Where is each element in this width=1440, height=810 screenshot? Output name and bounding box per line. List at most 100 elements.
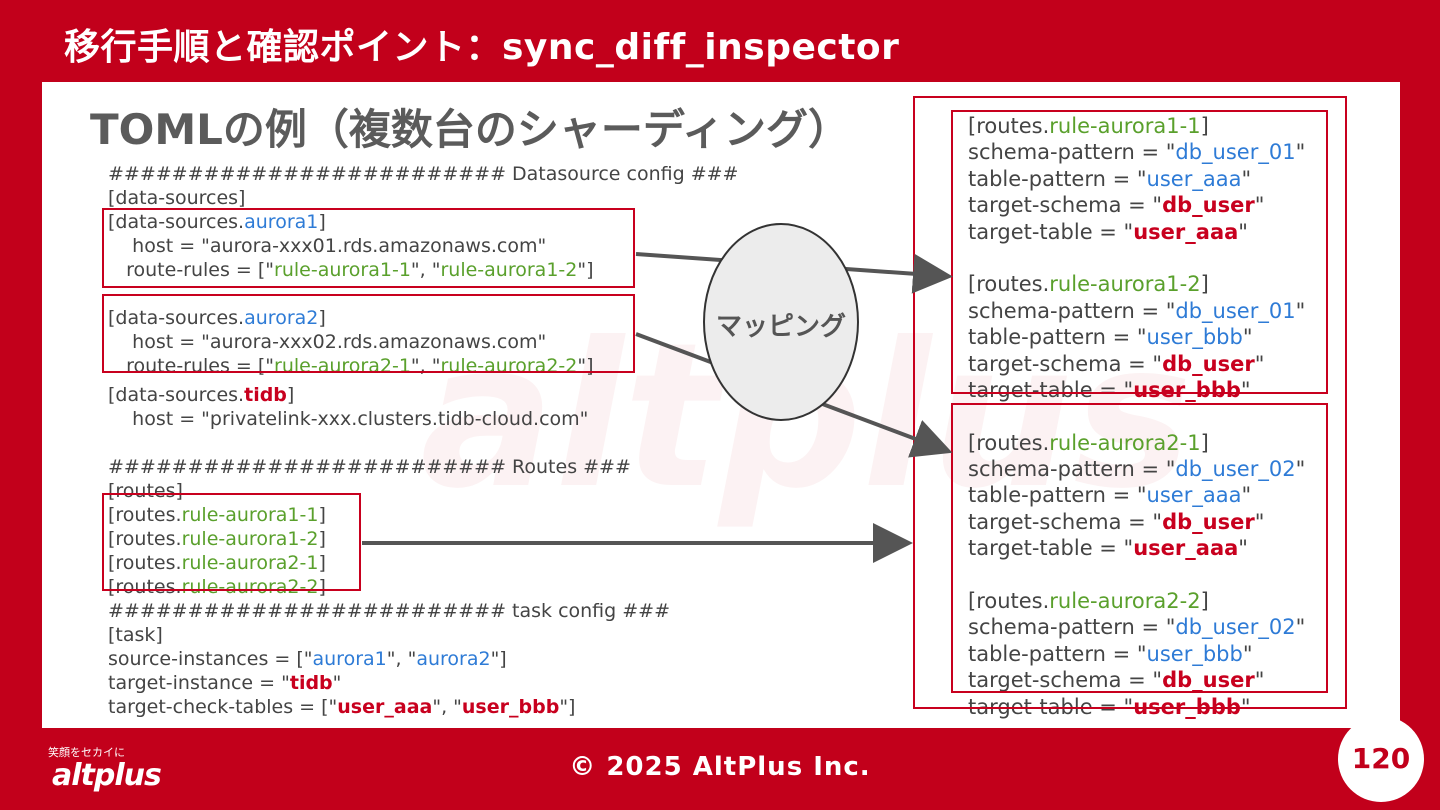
code-token: ] xyxy=(318,528,326,550)
left-code-block-routes-task: [data-sources.tidb] host = "privatelink-… xyxy=(108,383,670,719)
code-line: target-schema = "db_user" xyxy=(968,351,1305,377)
code-line: host = "privatelink-xxx.clusters.tidb-cl… xyxy=(108,407,670,431)
code-line: [routes.rule-aurora1-2] xyxy=(108,527,670,551)
code-line: [data-sources] xyxy=(108,186,738,210)
code-token: " xyxy=(1241,483,1252,508)
code-line: target-schema = "db_user" xyxy=(968,509,1305,535)
highlight-box-rule-aurora1 xyxy=(951,110,1328,394)
code-token: user_aaa xyxy=(1133,219,1239,244)
code-token: rule-aurora2-1 xyxy=(1049,430,1201,455)
code-line: table-pattern = "user_aaa" xyxy=(968,166,1305,192)
code-token: " xyxy=(1238,536,1248,561)
code-line: host = "aurora-xxx02.rds.amazonaws.com" xyxy=(108,330,738,354)
code-token: ] xyxy=(318,576,326,598)
code-token: target-schema = " xyxy=(968,668,1163,693)
code-token: user_bbb xyxy=(1146,325,1243,350)
code-token: target-schema = " xyxy=(968,351,1163,376)
code-token: rule-aurora2-1 xyxy=(181,552,319,574)
code-token: [routes. xyxy=(968,430,1050,455)
code-token: [routes] xyxy=(108,480,183,502)
code-token: rule-aurora1-2 xyxy=(440,259,578,281)
code-token: table-pattern = " xyxy=(968,483,1147,508)
code-line: [routes.rule-aurora2-2] xyxy=(108,575,670,599)
code-line: target-table = "user_aaa" xyxy=(968,535,1305,561)
code-token: ", " xyxy=(386,648,417,670)
code-token: db_user_02 xyxy=(1175,615,1296,640)
code-token: db_user_01 xyxy=(1175,298,1296,323)
code-token: db_user xyxy=(1162,193,1255,218)
code-token: db_user_02 xyxy=(1175,457,1296,482)
code-token: user_bbb xyxy=(461,696,560,718)
code-token: rule-aurora2-2 xyxy=(181,576,319,598)
code-line: [data-sources.tidb] xyxy=(108,383,670,407)
code-token: aurora2 xyxy=(416,648,491,670)
code-token: target-schema = " xyxy=(968,193,1163,218)
code-line: [routes] xyxy=(108,479,670,503)
code-token: [data-sources. xyxy=(108,211,245,233)
right-code-block-routes: [routes.rule-aurora1-1]schema-pattern = … xyxy=(968,113,1305,720)
code-token: db_user xyxy=(1162,668,1255,693)
outer-box-right xyxy=(913,96,1347,709)
code-token: " xyxy=(1254,509,1265,534)
code-token: [routes. xyxy=(968,272,1050,297)
code-token: aurora1 xyxy=(244,211,319,233)
code-token: host = "privatelink-xxx.clusters.tidb-cl… xyxy=(108,408,589,430)
code-token: route-rules = [" xyxy=(108,259,275,281)
code-token: ] xyxy=(1200,272,1209,297)
code-token: table-pattern = " xyxy=(968,166,1147,191)
highlight-box-aurora1 xyxy=(102,208,635,288)
code-token: schema-pattern = " xyxy=(968,140,1176,165)
code-token: [task] xyxy=(108,624,163,646)
copyright-text: © 2025 AltPlus Inc. xyxy=(569,752,871,782)
code-token: schema-pattern = " xyxy=(968,298,1176,323)
code-token: ", " xyxy=(432,696,462,718)
code-token: schema-pattern = " xyxy=(968,457,1176,482)
code-token: " xyxy=(1295,457,1306,482)
code-line: ######################### Routes ### xyxy=(108,455,670,479)
code-token: " xyxy=(1242,325,1253,350)
code-line: ######################### task config ##… xyxy=(108,599,670,623)
code-token: rule-aurora1-2 xyxy=(1049,272,1201,297)
code-line: [routes.rule-aurora1-1] xyxy=(968,113,1305,139)
logo-tagline: 笑顔をセカイに xyxy=(48,746,125,759)
code-token: " xyxy=(1254,668,1265,693)
mapping-ellipse xyxy=(703,223,859,421)
code-token: rule-aurora1-1 xyxy=(1049,114,1201,138)
code-token: ] xyxy=(1200,430,1209,455)
code-token: db_user xyxy=(1162,509,1255,534)
code-line: target-table = "user_aaa" xyxy=(968,219,1305,245)
code-token: ] xyxy=(318,552,326,574)
code-token: target-schema = " xyxy=(968,509,1163,534)
altplus-logo: altplus xyxy=(52,758,162,793)
code-token: target-check-tables = [" xyxy=(108,696,338,718)
code-token: aurora2 xyxy=(244,307,319,329)
code-token: target-instance = " xyxy=(108,672,290,694)
code-token: host = "aurora-xxx01.rds.amazonaws.com" xyxy=(108,235,547,257)
code-line: table-pattern = "user_aaa" xyxy=(968,482,1305,508)
code-token: tidb xyxy=(289,672,333,694)
code-token: ######################### task config ##… xyxy=(108,600,671,622)
code-token: "] xyxy=(577,259,594,281)
code-token: [routes. xyxy=(108,552,182,574)
code-token: " xyxy=(1242,641,1253,666)
code-token: [data-sources] xyxy=(108,187,246,209)
code-token: target-table = " xyxy=(968,694,1134,719)
code-token: [routes. xyxy=(108,528,182,550)
code-token: " xyxy=(1240,694,1251,719)
code-line: target-check-tables = ["user_aaa", "user… xyxy=(108,695,670,719)
code-token: schema-pattern = " xyxy=(968,615,1176,640)
code-line: [routes.rule-aurora1-1] xyxy=(108,503,670,527)
code-line: target-schema = "db_user" xyxy=(968,667,1305,693)
code-token: " xyxy=(1295,298,1306,323)
code-line: ######################### Datasource con… xyxy=(108,162,738,186)
code-token: user_aaa xyxy=(1146,166,1242,191)
code-line: target-schema = "db_user" xyxy=(968,192,1305,218)
code-token: " xyxy=(1254,351,1265,376)
code-line: table-pattern = "user_bbb" xyxy=(968,641,1305,667)
code-token: [routes. xyxy=(968,589,1050,614)
code-token: [data-sources. xyxy=(108,384,245,406)
code-token: ######################### Routes ### xyxy=(108,456,631,478)
code-line: table-pattern = "user_bbb" xyxy=(968,324,1305,350)
code-line: [data-sources.aurora2] xyxy=(108,306,738,330)
